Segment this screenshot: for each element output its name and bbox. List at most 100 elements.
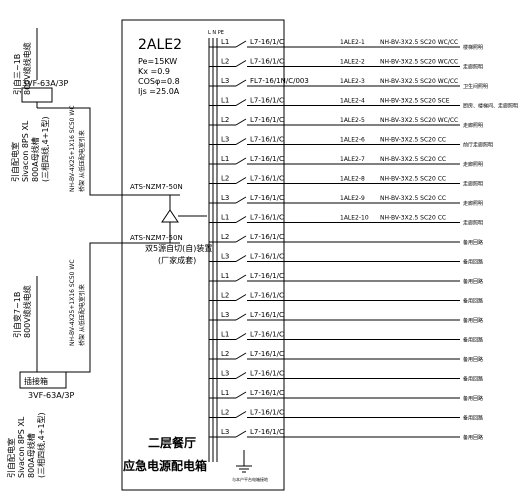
circuit-breaker: L7-16/1/C [250,38,284,46]
circuit-phase: L1 [221,38,229,46]
circuit-breaker: L7-16/1/C [250,97,284,105]
circuit-breaker: L7-16/1/C [250,389,284,397]
circuit-cable: NH-BV-3X2.5 SC20 CC [380,195,446,202]
circuit-phase: L2 [221,350,229,358]
top-cable-text: NH-BV-4X25+1X16 SC50 WC 桥架 从低压配电室引来 [69,104,86,192]
breaker-contact [235,235,247,243]
circuit-destination: 厨房、楼梯间、走廊照明 [463,103,518,110]
circuit-breaker: L7-16/1/C [250,214,284,222]
circuit-id: 1ALE2-6 [340,137,365,144]
bottom-box-label: 插接箱 [24,376,48,386]
breaker-contact [235,411,247,418]
breaker-contact [235,372,247,379]
breaker-contact [235,138,247,145]
circuit-breaker: L7-16/1/C [250,311,284,319]
circuit-phase: L3 [221,77,229,85]
circuit-phase: L2 [221,233,229,241]
circuit-phase: L3 [221,428,229,436]
circuit-phase: L2 [221,409,229,417]
panel-caption-line1: 二层餐厅 [148,435,196,450]
circuit-destination: 备用回路 [463,239,483,246]
circuit-destination: 备用回路 [463,298,483,305]
ats-desc-1: 双5源自切(自)装置 [145,243,212,253]
bottom-cable-rotated: 引自变7~1B 800V缆线电缆 [12,285,32,338]
circuit-id: 1ALE2-3 [340,78,365,85]
circuit-destination: 前厅走廊照明 [463,142,493,149]
circuit-destination: 备用回路 [463,337,483,344]
breaker-contact [235,40,247,48]
circuit-phase: L3 [221,370,229,378]
bottom-feeder-cable [66,242,160,373]
circuit-id: 1ALE2-2 [340,59,365,66]
ground-note: 与本户平台电箱接地 [232,476,268,482]
breaker-contact [235,157,247,165]
breaker-contact [235,255,247,262]
panel-param-power: Pe=15KW [138,57,177,66]
circuit-breaker: L7-16/1/C [250,370,284,378]
circuit-destination: 走廊照明 [463,200,483,207]
breaker-contact [235,391,247,399]
circuit-phase: L1 [221,155,229,163]
circuit-phase: L1 [221,331,229,339]
circuit-phase: L2 [221,58,229,66]
circuit-destination: 备用回路 [463,415,483,422]
circuit-cable: NH-BV-3X2.5 SC20 WC/CC [380,78,458,85]
circuit-cable: NH-BV-3X2.5 SC20 CC [380,156,446,163]
circuit-phase: L3 [221,194,229,202]
breaker-contact [235,430,247,438]
circuit-phase: L1 [221,97,229,105]
circuit-cable: NH-BV-3X2.5 SC20 WC/CC [380,59,458,66]
circuit-destination: 备用回路 [463,395,483,402]
top-breaker-label: 3VF-63A/3P [22,79,68,88]
bottom-cable-text: NH-BV-4X25+1X16 SC50 WC 桥架 从低压配电室引来 [69,258,86,346]
panel-param-cos: COSφ=0.8 [138,77,180,86]
circuit-destination: 走廊照明 [463,64,483,71]
breaker-contact [235,352,247,360]
ground-symbol [236,450,252,473]
breaker-contact [235,333,247,340]
breaker-contact [235,118,247,126]
circuit-destination: 卫生间照明 [463,83,488,90]
breaker-contact [235,177,247,184]
circuit-destination: 备用回路 [463,278,483,285]
circuit-id: 1ALE2-9 [340,195,365,202]
ats-desc-2: (厂家成套) [158,255,196,265]
circuit-phase: L2 [221,116,229,124]
circuit-phase: L3 [221,311,229,319]
circuit-breaker: L7-16/1/C [250,428,284,436]
top-cable-rotated: 引自三~1B 800V缆线电缆 [12,42,32,95]
circuit-id: 1ALE2-8 [340,176,365,183]
circuit-cable: NH-BV-3X2.5 SC20 SCE [380,98,450,105]
circuit-destination: 走廊照明 [463,161,483,168]
circuit-destination: 备用回路 [463,356,483,363]
circuit-phase: L1 [221,272,229,280]
circuit-breaker: L7-16/1/C [250,136,284,144]
circuit-phase: L3 [221,253,229,261]
circuit-breaker: L7-16/1/C [250,233,284,241]
ats-label-bottom: ATS-NZM7-50N [130,234,183,242]
panel-param-current: Ijs =25.0A [138,87,180,96]
circuit-id: 1ALE2-5 [340,117,365,124]
circuit-destination: 走廊照明 [463,181,483,188]
circuit-row: L2 L7-16/1/C 备用回路 [209,233,483,246]
circuit-id: 1ALE2-10 [340,215,369,222]
